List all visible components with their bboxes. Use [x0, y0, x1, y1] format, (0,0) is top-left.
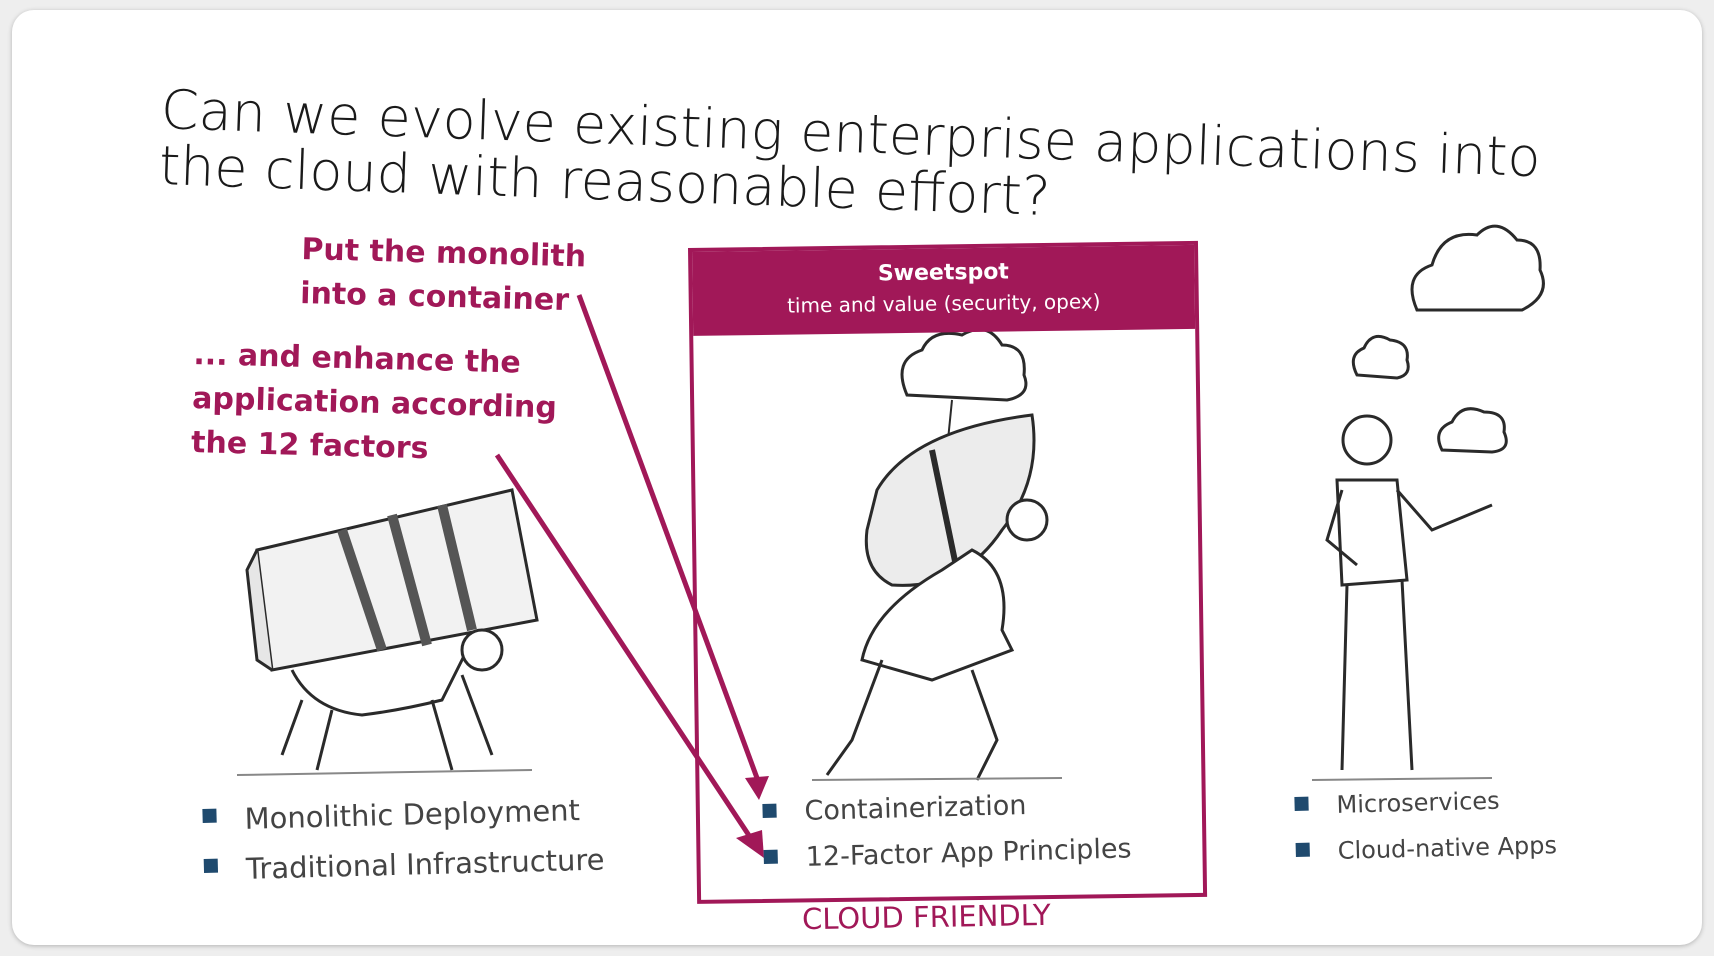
illustration-layer — [236, 224, 1545, 858]
list-item-label: 12-Factor App Principles — [805, 833, 1132, 873]
sweetspot-header: Sweetspot time and value (security, opex… — [692, 244, 1196, 336]
sweetspot-list: Containerization 12-Factor App Principle… — [762, 780, 1132, 882]
monolith-carrier-illustration — [236, 488, 539, 776]
cloud-carrier-illustration — [811, 327, 1063, 781]
bullet-square-icon — [763, 849, 778, 864]
cloud-icon — [1351, 334, 1410, 380]
monolith-list: Monolithic Deployment Traditional Infras… — [202, 785, 605, 895]
list-item: Cloud-native Apps — [1295, 822, 1557, 875]
list-item: Microservices — [1294, 776, 1556, 829]
slide-card: Can we evolve existing enterprise applic… — [12, 10, 1702, 945]
bullet-square-icon — [1294, 796, 1309, 811]
cloud-native-list: Microservices Cloud-native Apps — [1294, 776, 1558, 875]
list-item-label: Monolithic Deployment — [244, 793, 581, 836]
cloud-native-person-illustration — [1311, 224, 1545, 781]
list-item-label: Containerization — [804, 790, 1027, 827]
list-item: 12-Factor App Principles — [763, 826, 1132, 882]
bullet-square-icon — [762, 803, 777, 818]
sweetspot-subtitle: time and value (security, opex) — [786, 289, 1101, 318]
arrow-icon — [576, 294, 769, 800]
list-item-label: Traditional Infrastructure — [245, 842, 605, 886]
list-item-label: Microservices — [1336, 786, 1500, 819]
cloud-icon — [1437, 407, 1508, 454]
bullet-square-icon — [203, 858, 219, 873]
list-item: Traditional Infrastructure — [203, 834, 605, 894]
bullet-square-icon — [1295, 842, 1310, 857]
bullet-square-icon — [202, 808, 217, 823]
cloud-icon — [1410, 224, 1545, 312]
list-item-label: Cloud-native Apps — [1337, 831, 1558, 865]
arrow-icon — [494, 453, 764, 858]
cloud-friendly-label: CLOUD FRIENDLY — [801, 897, 1052, 937]
